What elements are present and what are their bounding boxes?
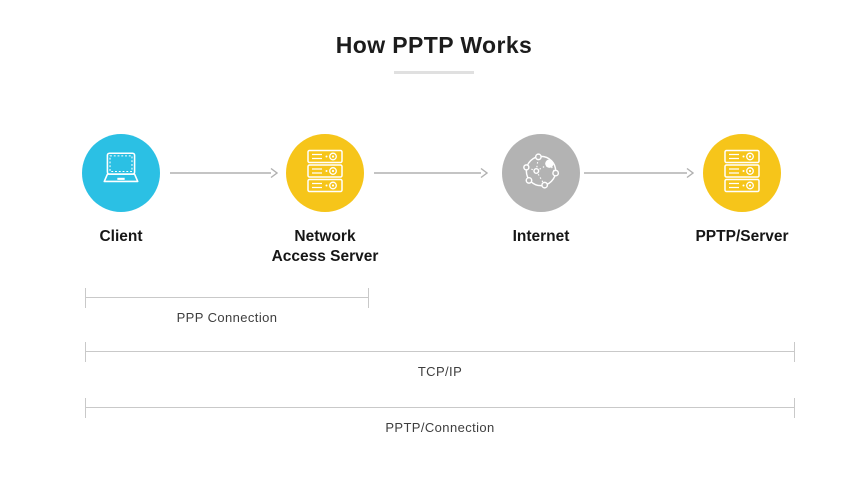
node-pptp-server (703, 134, 781, 212)
bracket-tick (85, 288, 86, 308)
node-label-text: Network (294, 228, 356, 245)
bracket-line (85, 351, 795, 352)
span-bracket-ppp-connection: PPP Connection (85, 288, 369, 325)
bracket-tick (794, 342, 795, 362)
laptop-icon (98, 150, 144, 197)
node-label-text: Internet (512, 228, 570, 245)
node-label-internet: Internet (456, 227, 626, 247)
bracket-tick (794, 398, 795, 418)
title-underline (394, 71, 474, 74)
arrow-nas-to-internet (374, 165, 489, 181)
node-label-pptp-server: PPTP/Server (657, 227, 827, 247)
server-icon (722, 149, 762, 198)
bracket-tick (85, 398, 86, 418)
bracket-line (85, 407, 795, 408)
node-network-access-server (286, 134, 364, 212)
bracket-line (85, 297, 369, 298)
node-label-text: Access Server (271, 248, 379, 265)
arrow-internet-to-pptp-server (584, 165, 695, 181)
node-label-text: PPTP/Server (695, 228, 789, 245)
span-bracket-tcp-ip: TCP/IP (85, 342, 795, 379)
server-icon (305, 149, 345, 198)
bracket-label: TCP/IP (417, 364, 463, 379)
node-label-client: Client (36, 227, 206, 247)
node-internet (502, 134, 580, 212)
arrow-client-to-nas (170, 165, 279, 181)
bracket-tick (368, 288, 369, 308)
globe-network-icon (518, 148, 564, 199)
page-title: How PPTP Works (335, 32, 533, 58)
bracket-tick (85, 342, 86, 362)
node-label-text: Client (99, 228, 143, 245)
bracket-label: PPP Connection (176, 310, 278, 325)
bracket-label: PPTP/Connection (385, 420, 495, 435)
span-bracket-pptp-connection: PPTP/Connection (85, 398, 795, 435)
node-client (82, 134, 160, 212)
node-label-network-access-server: Network Access Server (240, 227, 410, 267)
